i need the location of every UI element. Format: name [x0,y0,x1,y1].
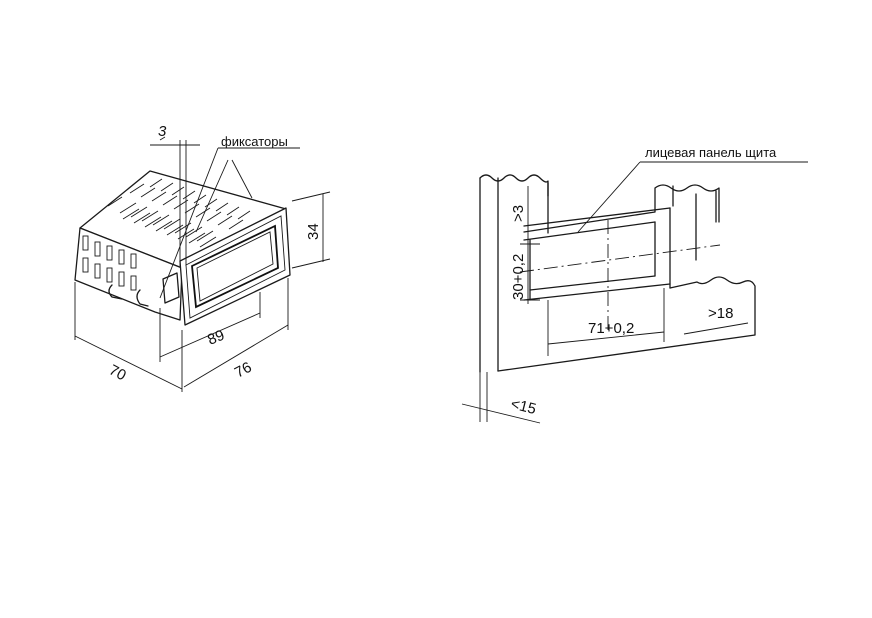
dimension-70-label: 70 [106,362,129,385]
display-window [191,224,279,309]
dimension-ge18-label: >18 [708,305,733,322]
dimension-89 [159,292,261,362]
dimension-le15 [461,372,541,424]
fixators-label: фиксаторы [221,134,288,149]
dimension-34-label: 34 [305,223,322,240]
dimension-3 [150,136,200,266]
fixators-leaders [159,147,300,299]
panel-cutout-view: лицевая панель щита >3 30+0,2 71+0,2 >18 [461,145,808,424]
cutout-frame [523,207,671,301]
panel-post-edges [479,177,549,373]
panel-face-label: лицевая панель щита [645,145,777,160]
dimension-3-label: 3 [158,123,167,140]
dimension-30 [520,243,540,304]
side-vent-slots [82,235,137,291]
dimension-30-label: 30+0,2 [510,254,527,300]
device-isometric-view: фиксаторы 3 34 89 70 [74,123,331,392]
dimension-70 [74,282,183,392]
dimension-71 [547,288,665,356]
dimension-ge3-label: >3 [510,205,527,222]
device-side-face [74,227,183,321]
panel-bottom [497,276,756,372]
panel-top-right [523,184,720,261]
top-vent-slots [107,178,251,248]
dimension-76-label: 76 [232,359,255,382]
center-line [519,244,721,273]
dimension-71-label: 71+0,2 [588,320,634,337]
dimension-le15-label: <15 [509,395,538,418]
panel-post [479,174,549,234]
terminal-clips [108,272,180,307]
dimension-ge18 [683,322,749,335]
panel-label-leader [577,161,808,233]
display-window-inner [196,231,274,302]
dimension-76 [183,278,289,388]
bezel-inner [185,215,286,319]
dimension-34 [291,191,331,269]
dimension-89-label: 89 [205,327,227,349]
